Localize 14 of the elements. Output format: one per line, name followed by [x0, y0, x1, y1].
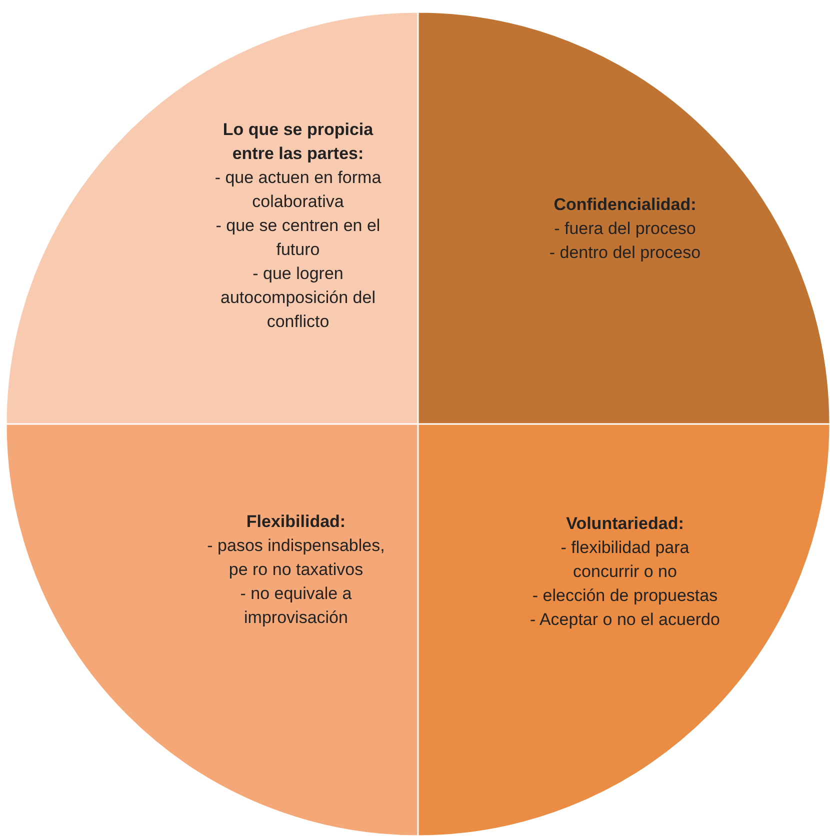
bullet-text: - flexibilidad para concurrir o no [560, 537, 690, 583]
heading-text: Voluntariedad: [565, 513, 685, 535]
bullet-text: - que actuen en forma colaborativa [214, 167, 382, 213]
heading-text: Lo que se propicia entre las partes: [222, 119, 374, 165]
bullet-text: - que logren autocomposición del conflicto [220, 263, 376, 333]
bullet-text: - elección de propuestas [531, 585, 719, 607]
bullet-text: - pasos indispensables, pe ro no taxativos [206, 535, 386, 581]
bullet-text: - dentro del proceso [548, 242, 702, 264]
heading-text: Flexibilidad: [245, 511, 347, 533]
heading-text: Confidencialidad: [552, 194, 698, 216]
bullet-text: - Aceptar o no el acuerdo [530, 609, 720, 631]
bullet-text: - que se centren en el futuro [214, 215, 382, 261]
bullet-text: - fuera del proceso [553, 218, 697, 240]
bullet-text: - no equivale a improvisación [239, 583, 353, 629]
